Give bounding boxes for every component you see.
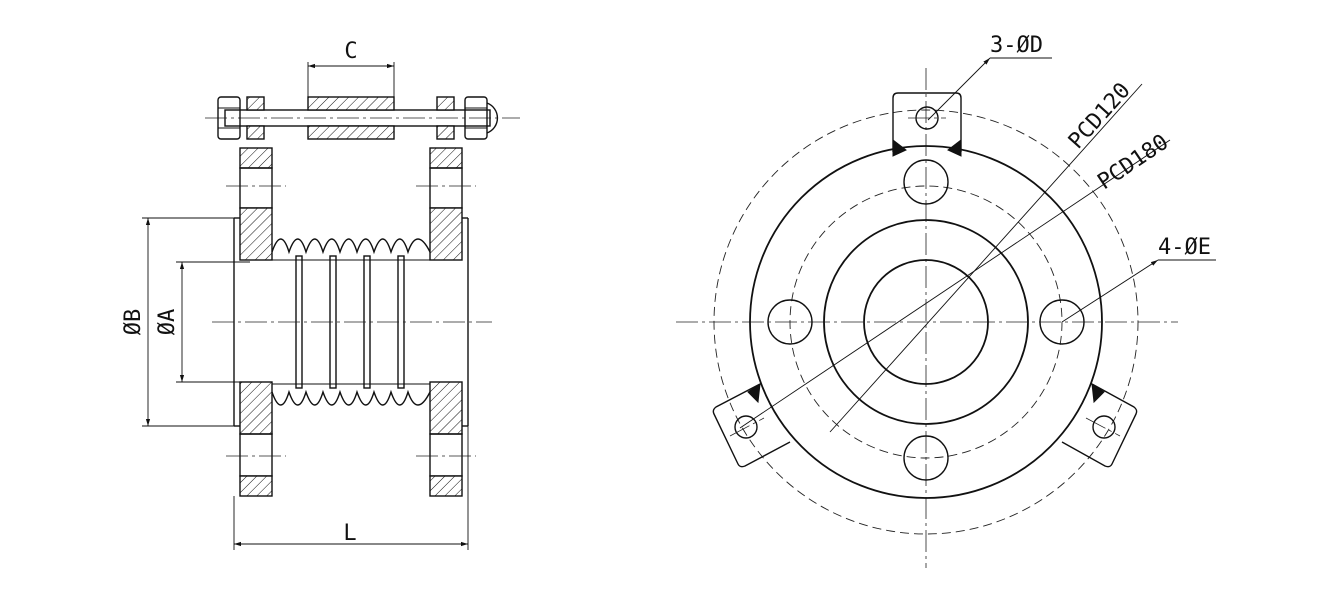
bore-circle [863, 259, 989, 385]
lug-bottom-left [712, 382, 791, 468]
left-flange [226, 147, 286, 497]
flange-outer-circle [749, 145, 1103, 499]
tie-rod [205, 96, 520, 140]
pcd-outer-label: PCD180 [1093, 130, 1173, 195]
pcd-inner-label: PCD120 [1064, 78, 1136, 154]
dimension-c: C [307, 39, 395, 97]
dim-a-label: ØA [155, 309, 180, 336]
dim-l-label: L [343, 521, 356, 546]
front-view: 3-ØD PCD120 PCD180 4-ØE [676, 33, 1216, 568]
raised-face-circle [823, 219, 1029, 425]
dim-c-label: C [344, 39, 357, 64]
right-flange [416, 147, 476, 497]
holes-large-label: 4-ØE [1158, 235, 1211, 260]
holes-small-label: 3-ØD [990, 33, 1043, 58]
pcd-outer-circle [713, 109, 1139, 535]
dimension-l: L [233, 426, 469, 550]
lug-top [892, 92, 962, 157]
bellows [271, 238, 431, 406]
dimension-b: ØB [121, 217, 234, 427]
dimension-a: ØA [155, 261, 250, 383]
dim-b-label: ØB [121, 309, 146, 336]
leaders [739, 57, 1216, 433]
lug-bottom-right [1061, 382, 1138, 468]
bolt-holes [767, 159, 1085, 481]
side-view: C L ØB ØA [121, 39, 520, 550]
